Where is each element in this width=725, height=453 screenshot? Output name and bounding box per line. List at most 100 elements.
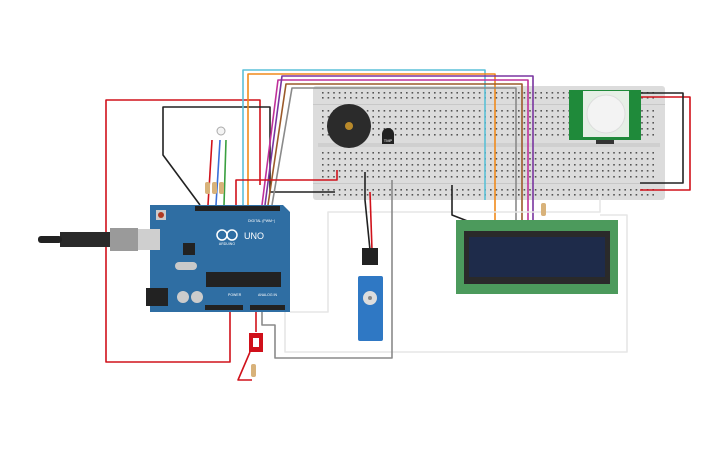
servo-motor[interactable]	[358, 248, 383, 341]
arduino-uno[interactable]: ARDUINO UNO DIGITAL (PWM~) POWER ANALOG …	[146, 205, 290, 312]
pir-sensor[interactable]	[569, 90, 641, 144]
breadboard-hole	[322, 176, 324, 178]
breadboard-hole	[322, 189, 324, 191]
breadboard-hole	[434, 194, 436, 196]
breadboard-hole	[406, 97, 408, 99]
breadboard-hole	[366, 92, 369, 94]
pir-header	[596, 140, 614, 144]
breadboard-hole	[422, 134, 425, 136]
breadboard-hole	[534, 128, 537, 130]
breadboard-hole	[389, 116, 391, 118]
breadboard-hole	[490, 92, 492, 94]
breadboard-hole	[394, 122, 397, 124]
breadboard-hole	[630, 176, 632, 178]
breadboard-hole	[478, 92, 481, 94]
breadboard-hole	[389, 158, 391, 160]
analog-header	[250, 305, 285, 310]
temperature-sensor[interactable]: TMP	[382, 128, 394, 144]
breadboard-hole	[456, 97, 458, 99]
breadboard-hole	[473, 152, 475, 154]
breadboard-hole	[512, 122, 514, 124]
breadboard-hole	[534, 116, 537, 118]
usb-cable[interactable]	[38, 228, 160, 251]
resistors[interactable]	[205, 182, 546, 377]
breadboard-hole	[568, 176, 570, 178]
breadboard-hole	[462, 189, 464, 191]
breadboard-hole	[456, 164, 458, 166]
switch-slider[interactable]	[253, 338, 259, 347]
breadboard-hole	[540, 152, 542, 154]
breadboard-hole	[322, 116, 324, 118]
breadboard-hole	[557, 176, 559, 178]
breadboard-hole	[327, 116, 330, 118]
wire-black	[162, 106, 335, 206]
breadboard-hole	[590, 189, 593, 191]
buzzer-center	[345, 122, 353, 130]
breadboard-hole	[490, 189, 492, 191]
breadboard-hole	[602, 164, 604, 166]
breadboard-hole	[355, 164, 358, 166]
breadboard-hole	[641, 134, 643, 136]
breadboard-hole	[646, 116, 649, 118]
breadboard-hole	[551, 92, 554, 94]
breadboard-hole	[495, 134, 498, 136]
breadboard-hole	[473, 134, 475, 136]
breadboard-hole	[445, 158, 447, 160]
breadboard-hole	[456, 194, 458, 196]
breadboard-hole	[579, 158, 582, 160]
breadboard-hole	[338, 189, 341, 191]
breadboard-hole	[624, 176, 626, 178]
breadboard-hole	[557, 110, 559, 112]
piezo-buzzer[interactable]	[327, 104, 371, 148]
breadboard-hole	[338, 170, 341, 172]
breadboard-hole	[361, 152, 363, 154]
breadboard-hole	[646, 134, 649, 136]
breadboard-hole	[411, 176, 414, 178]
breadboard-hole	[630, 158, 632, 160]
breadboard-hole	[434, 122, 436, 124]
breadboard-hole	[518, 164, 520, 166]
breadboard-hole	[607, 158, 610, 160]
breadboard-hole	[406, 170, 408, 172]
breadboard-hole	[490, 134, 492, 136]
rgb-led[interactable]	[216, 126, 226, 136]
breadboard-hole	[585, 189, 587, 191]
breadboard-hole	[557, 170, 559, 172]
breadboard-hole	[361, 164, 363, 166]
breadboard-hole	[400, 116, 402, 118]
breadboard-hole	[602, 152, 604, 154]
slide-switch[interactable]	[249, 333, 263, 352]
breadboard-hole	[585, 158, 587, 160]
breadboard-hole	[546, 189, 548, 191]
breadboard-hole	[338, 158, 341, 160]
breadboard-hole	[456, 110, 458, 112]
breadboard-hole	[490, 122, 492, 124]
breadboard-hole	[523, 92, 526, 94]
breadboard-hole	[338, 194, 341, 196]
breadboard-hole	[434, 152, 436, 154]
breadboard-hole	[333, 152, 335, 154]
breadboard-hole	[372, 164, 374, 166]
lcd-16x2[interactable]	[456, 220, 618, 294]
breadboard-hole	[506, 92, 509, 94]
breadboard-hole	[618, 152, 621, 154]
breadboard-hole	[389, 164, 391, 166]
breadboard-hole	[579, 194, 582, 196]
breadboard-hole	[562, 128, 565, 130]
breadboard-hole	[417, 152, 419, 154]
breadboard-hole	[579, 164, 582, 166]
breadboard-hole	[322, 97, 324, 99]
breadboard-hole	[417, 134, 419, 136]
breadboard-hole	[579, 170, 582, 172]
breadboard-hole	[557, 128, 559, 130]
breadboard-hole	[641, 158, 643, 160]
breadboard-hole	[350, 170, 352, 172]
breadboard-hole	[383, 170, 386, 172]
breadboard-hole	[473, 110, 475, 112]
usb-chip	[183, 243, 195, 255]
breadboard-hole	[590, 158, 593, 160]
breadboard-hole	[506, 194, 509, 196]
breadboard-hole	[534, 164, 537, 166]
breadboard-hole	[428, 97, 430, 99]
